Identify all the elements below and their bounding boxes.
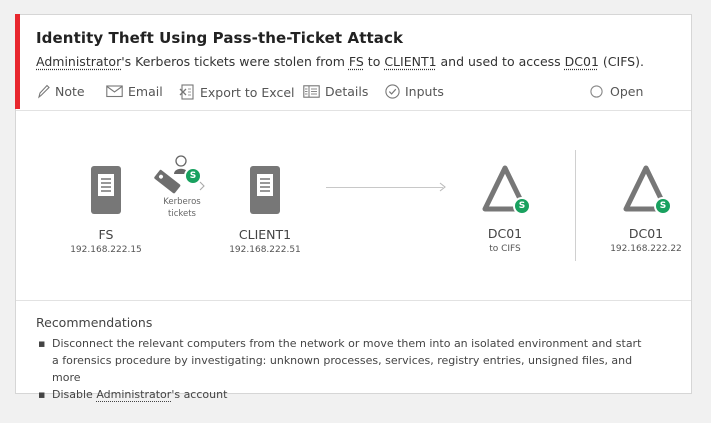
recommendations-divider	[16, 300, 691, 301]
email-button[interactable]: Email	[106, 84, 163, 99]
node-dc01-target-name: DC01	[487, 226, 523, 241]
alert-description: Administrator's Kerberos tickets were st…	[36, 54, 644, 69]
note-label: Note	[55, 84, 85, 99]
export-label: Export to Excel	[200, 84, 295, 100]
email-label: Email	[128, 84, 163, 99]
details-label: Details	[325, 84, 369, 99]
node-client1-name: CLIENT1	[238, 227, 292, 242]
chevron-right-icon	[199, 181, 205, 191]
recommendations-list: ▪Disconnect the relevant computers from …	[36, 335, 646, 403]
node-fs-name: FS	[98, 227, 114, 242]
node-client1-ip: 192.168.222.51	[229, 245, 301, 255]
inputs-label: Inputs	[405, 84, 444, 99]
recommendation-item: ▪Disable Administrator's account	[38, 388, 228, 401]
details-icon	[303, 85, 320, 98]
node-dc01[interactable]: S DC01 192.168.222.22	[596, 163, 696, 254]
check-circle-icon	[385, 84, 400, 99]
flow-arrow	[326, 187, 443, 188]
envelope-icon	[106, 85, 123, 98]
node-fs[interactable]: FS 192.168.222.15	[56, 165, 156, 255]
server-icon	[91, 166, 121, 214]
severity-accent-bar	[15, 14, 20, 109]
node-client1[interactable]: CLIENT1 192.168.222.51	[215, 165, 315, 255]
sensitive-badge: S	[654, 197, 672, 215]
alert-card: Identity Theft Using Pass-the-Ticket Att…	[15, 14, 692, 401]
export-to-excel-button[interactable]: Export to Excel	[179, 84, 295, 100]
domain-controller-icon	[482, 165, 528, 212]
header-divider	[16, 110, 691, 111]
domain-controller-icon	[623, 165, 669, 212]
computer-icon	[250, 166, 280, 214]
node-dc01-name: DC01	[628, 226, 664, 241]
recommendations-title: Recommendations	[36, 315, 153, 330]
status-dropdown[interactable]: Open	[590, 84, 643, 99]
diagram-separator	[575, 150, 576, 261]
alert-title: Identity Theft Using Pass-the-Ticket Att…	[36, 29, 404, 47]
status-label: Open	[610, 84, 644, 99]
note-button[interactable]: Note	[36, 84, 85, 99]
account-link[interactable]: Administrator	[96, 388, 172, 401]
details-button[interactable]: Details	[303, 84, 368, 99]
node-dc01-target-service: to CIFS	[489, 244, 521, 254]
status-circle-icon	[590, 85, 603, 98]
sensitive-badge: S	[513, 197, 531, 215]
node-dc01-ip: 192.168.222.22	[610, 244, 682, 254]
ticket-icon	[154, 169, 181, 194]
kerberos-tickets-label: Kerberos tickets	[163, 197, 201, 219]
pencil-icon	[38, 84, 50, 99]
account-link[interactable]: Administrator	[36, 54, 122, 69]
node-fs-ip: 192.168.222.15	[70, 245, 142, 255]
excel-icon	[179, 84, 194, 100]
recommendation-item: ▪Disconnect the relevant computers from …	[38, 337, 642, 384]
inputs-button[interactable]: Inputs	[385, 84, 444, 99]
sensitive-badge: S	[184, 167, 202, 185]
destination-computer-link[interactable]: CLIENT1	[384, 54, 437, 69]
source-computer-link[interactable]: FS	[348, 54, 364, 69]
target-computer-link[interactable]: DC01	[564, 54, 599, 69]
arrow-head-icon	[439, 182, 446, 192]
node-dc01-target[interactable]: S DC01 to CIFS	[455, 163, 555, 254]
kerberos-tickets-group: S Kerberos tickets	[151, 152, 213, 222]
